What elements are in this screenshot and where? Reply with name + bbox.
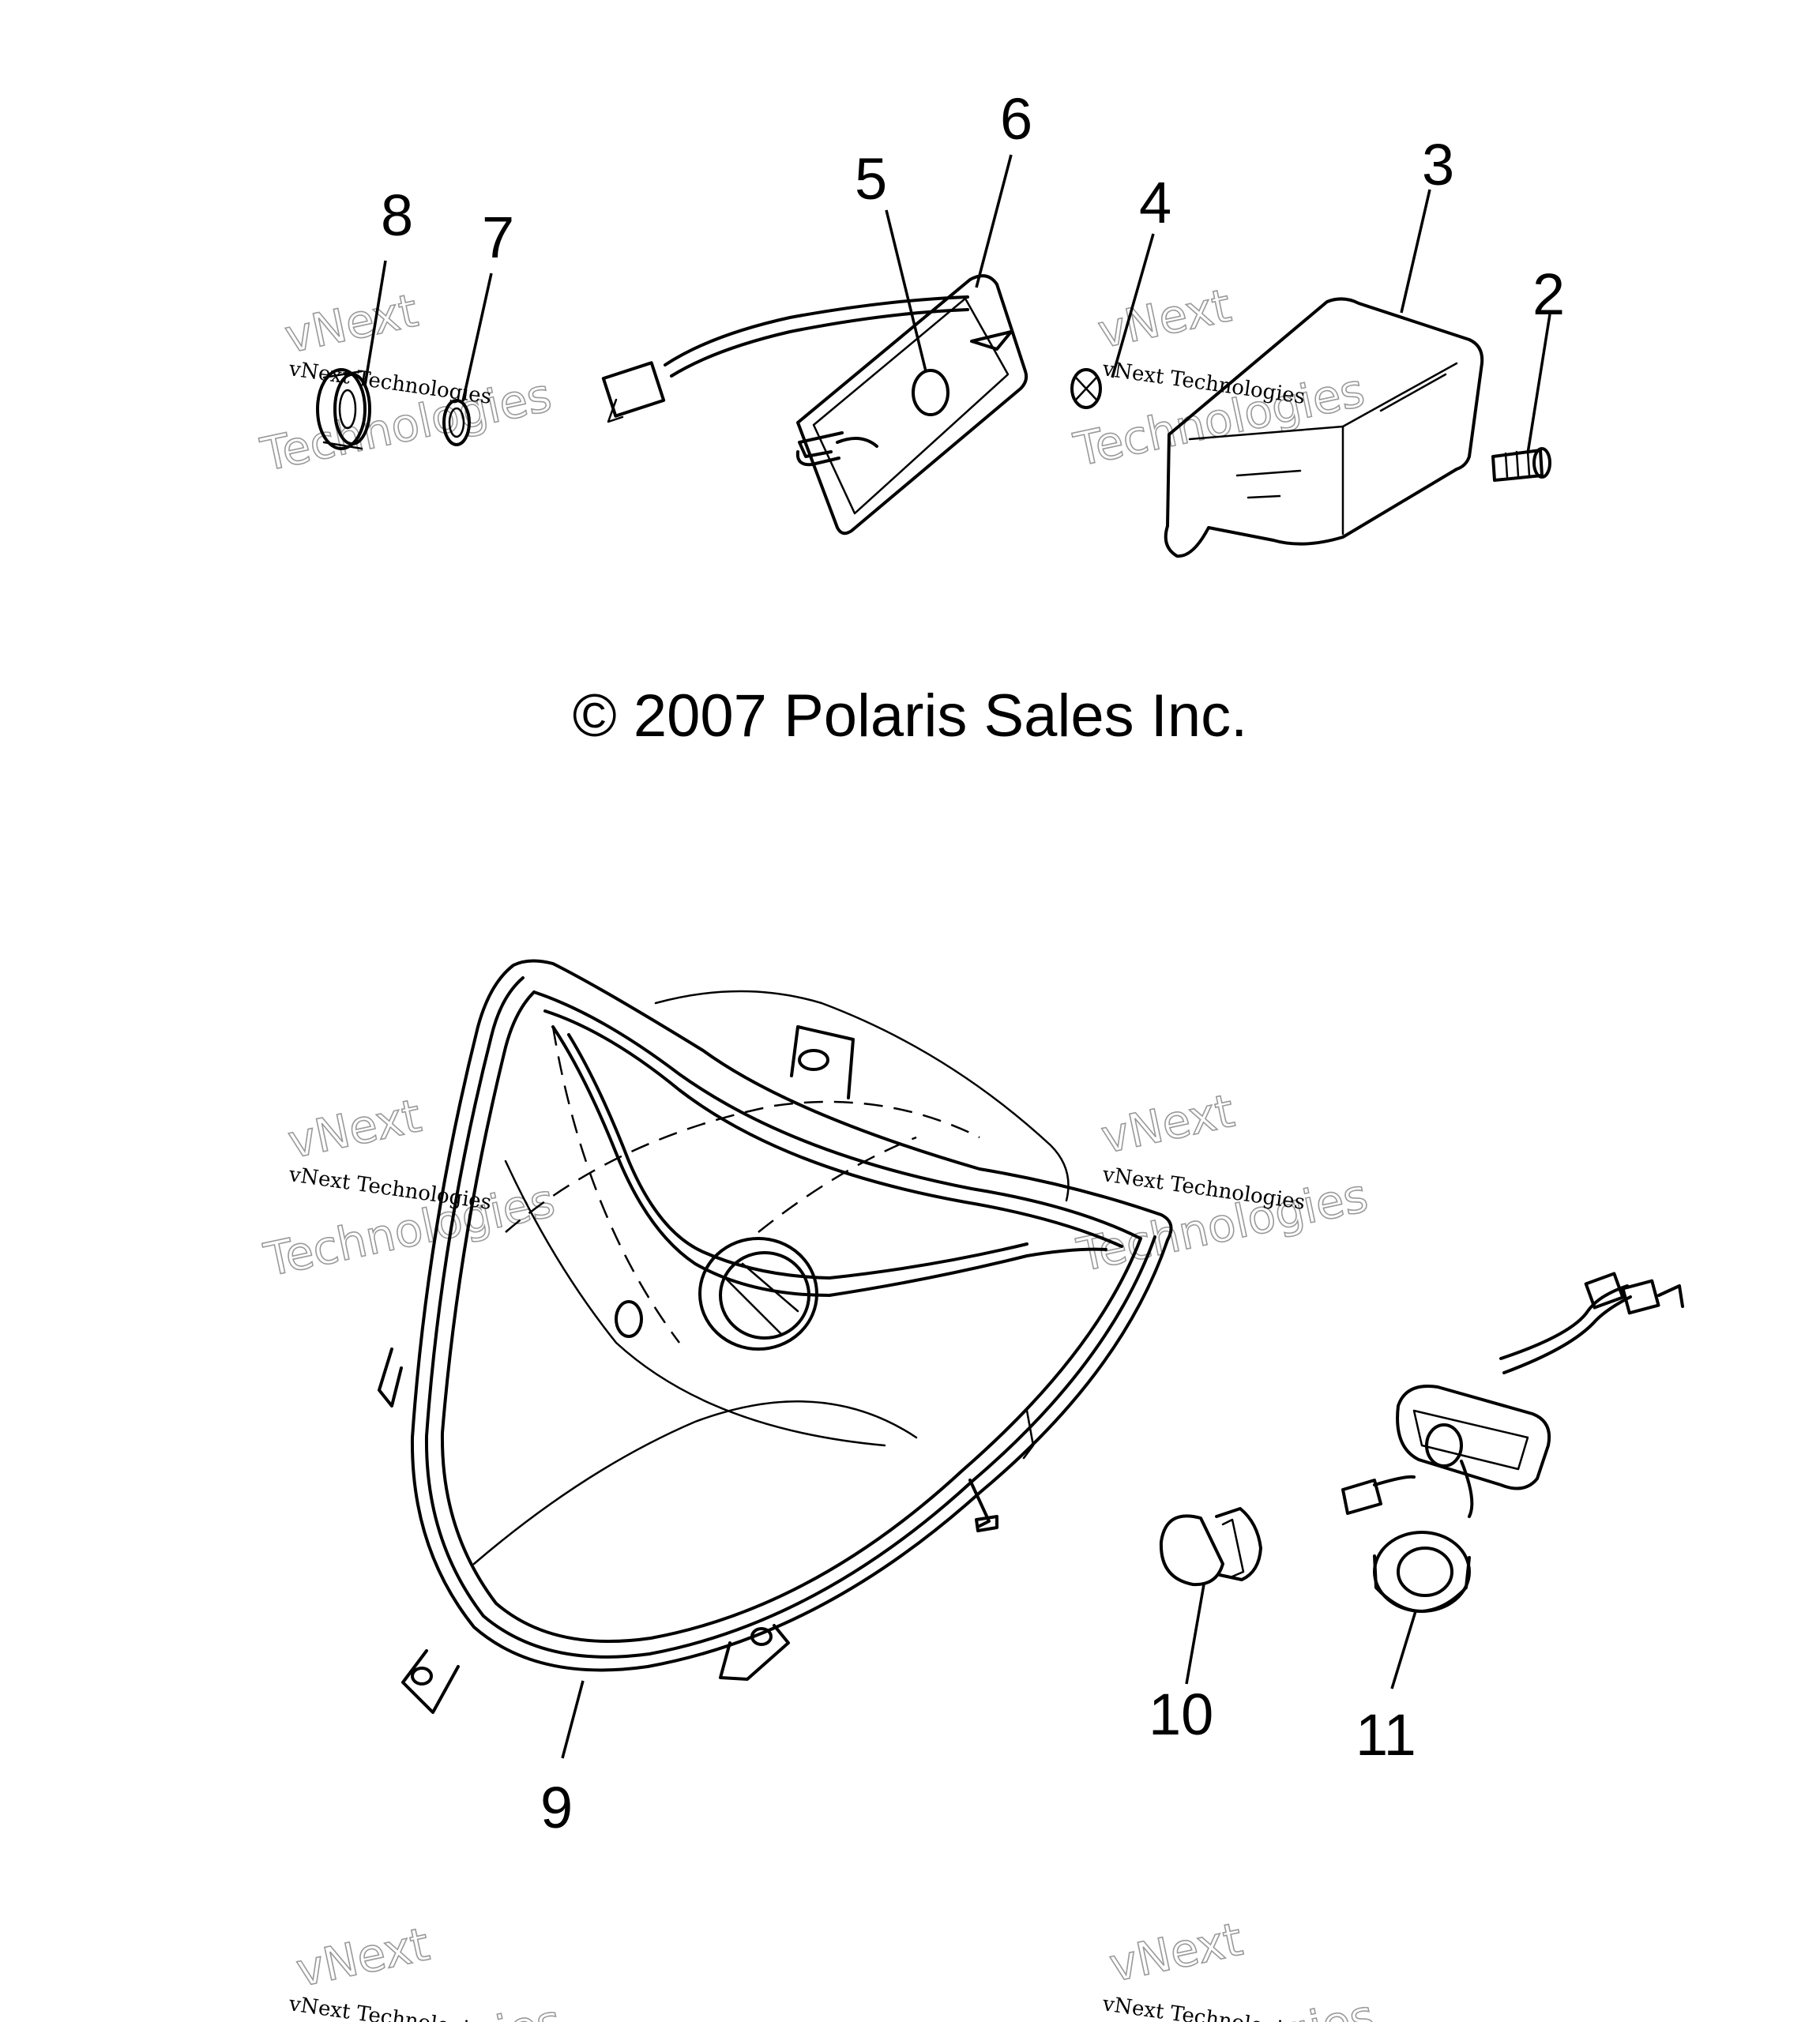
leader-6 xyxy=(975,154,1013,288)
leader-11 xyxy=(1390,1610,1417,1689)
leader-9 xyxy=(561,1680,585,1759)
callout-2: 2 xyxy=(1532,261,1565,327)
callout-8: 8 xyxy=(381,182,413,248)
svg-text:vNext: vNext xyxy=(1096,1084,1239,1164)
part-3-lens xyxy=(1164,297,1484,558)
callout-10: 10 xyxy=(1149,1682,1213,1747)
callout-9: 9 xyxy=(540,1775,573,1840)
part-5-bulb xyxy=(912,369,949,416)
watermark-text-bottom-right: vNext Technologies xyxy=(1100,1992,1307,2022)
callout-3: 3 xyxy=(1422,132,1454,197)
leader-7 xyxy=(461,272,493,402)
callout-4: 4 xyxy=(1139,170,1171,235)
leader-10 xyxy=(1185,1584,1205,1685)
part-2-screw xyxy=(1491,447,1551,482)
copyright-text: © 2007 Polaris Sales Inc. xyxy=(573,682,1247,750)
watermark-mid-left: vNext Technologies xyxy=(259,1088,560,1287)
svg-text:vNext: vNext xyxy=(291,1917,434,1998)
leader-4 xyxy=(1111,233,1155,378)
part-6-lamp-housing xyxy=(601,274,1028,536)
leader-8 xyxy=(363,260,387,386)
part-9-headlight-assembly xyxy=(378,959,1173,1714)
callout-5: 5 xyxy=(855,146,887,212)
leader-5 xyxy=(885,209,927,372)
svg-text:vNext: vNext xyxy=(1105,1912,1247,1993)
watermark-text-bottom-left: vNext Technologies xyxy=(287,1992,493,2022)
leader-2 xyxy=(1526,314,1551,454)
watermark-top-left: vNext Technologies xyxy=(255,283,556,483)
watermark-top-right: vNext Technologies xyxy=(1069,278,1370,478)
part-4-clip xyxy=(1070,368,1102,409)
svg-text:vNext: vNext xyxy=(284,1088,426,1169)
part-11-socket-harness xyxy=(1341,1272,1684,1613)
callout-6: 6 xyxy=(1000,86,1032,152)
callout-11: 11 xyxy=(1356,1702,1416,1768)
svg-text:vNext: vNext xyxy=(1093,278,1235,359)
part-7-gasket xyxy=(442,399,471,446)
leader-3 xyxy=(1400,189,1431,314)
callout-7: 7 xyxy=(482,205,514,270)
svg-text:vNext: vNext xyxy=(280,284,423,364)
part-8-socket xyxy=(316,368,371,450)
part-10-bulb xyxy=(1159,1507,1262,1587)
